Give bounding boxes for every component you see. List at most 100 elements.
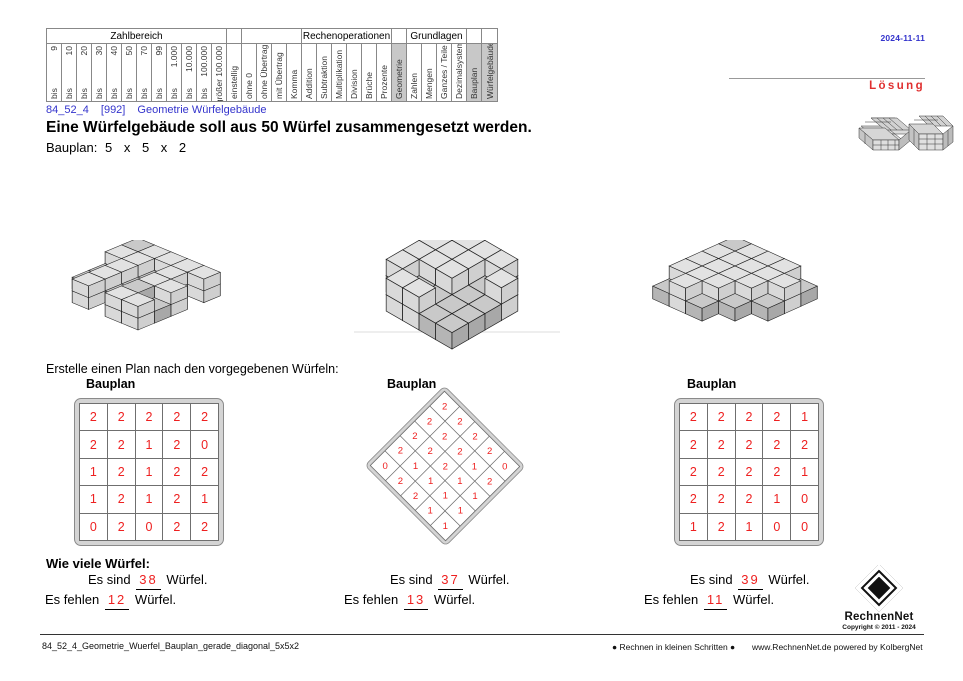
grid-cell-1-1-0[interactable]: 2	[80, 431, 107, 458]
grid-cell-1-1-4[interactable]: 0	[191, 431, 218, 458]
grid-cell-1-2-0[interactable]: 1	[80, 458, 107, 486]
grid-cell-3-3-1[interactable]: 2	[707, 486, 735, 513]
category-cell-mengen[interactable]: Mengen	[422, 44, 437, 101]
grid-cell-3-2-2[interactable]: 2	[735, 458, 763, 486]
grid-cell-3-3-0[interactable]: 2	[680, 486, 707, 513]
grid-cell-1-4-2[interactable]: 0	[135, 513, 163, 540]
grid-cell-1-1-3[interactable]: 2	[163, 431, 191, 458]
answer-missing-3[interactable]: 11	[703, 590, 728, 610]
grid-cell-1-2-4[interactable]: 2	[191, 458, 218, 486]
category-cell-ohne-übertrag[interactable]: ohne Übertrag	[257, 44, 272, 101]
footer-website[interactable]: www.RechnenNet.de powered by KolbergNet	[752, 642, 923, 652]
category-cell-subtraktion[interactable]: Subtraktion	[317, 44, 332, 101]
grid-cell-1-4-3[interactable]: 2	[163, 513, 191, 540]
grid-cell-1-1-1[interactable]: 2	[107, 431, 135, 458]
grid-cell-3-0-0[interactable]: 2	[680, 404, 707, 431]
grid-cell-1-0-1[interactable]: 2	[107, 404, 135, 431]
grid-cell-1-2-2[interactable]: 1	[135, 458, 163, 486]
grid-cell-3-4-3[interactable]: 0	[763, 513, 791, 540]
category-cell-brüche[interactable]: Brüche	[362, 44, 377, 101]
category-cell-bauplan[interactable]: Bauplan	[467, 44, 482, 101]
answer-count-3[interactable]: 39	[738, 570, 763, 590]
category-cell-einstellig[interactable]: einstellig	[227, 44, 242, 101]
category-cell-division[interactable]: Division	[347, 44, 362, 101]
grid-cell-value: 2	[117, 464, 125, 479]
category-cell-ohne-0[interactable]: ohne 0	[242, 44, 257, 101]
grid-cell-1-0-3[interactable]: 2	[163, 404, 191, 431]
category-cell-zahlen[interactable]: Zahlen	[407, 44, 422, 101]
grid-cell-1-0-4[interactable]: 2	[191, 404, 218, 431]
grid-cell-3-4-4[interactable]: 0	[791, 513, 818, 540]
category-cell-bottom-label: Brüche	[364, 72, 374, 99]
cube-building-thumbnails	[855, 112, 955, 160]
grid-cell-1-4-0[interactable]: 0	[80, 513, 107, 540]
grid-cell-3-0-4[interactable]: 1	[791, 404, 818, 431]
category-cell-größer-100-000[interactable]: größer 100.000	[212, 44, 227, 101]
grid-cell-value: 2	[117, 519, 125, 534]
grid-cell-3-4-0[interactable]: 1	[680, 513, 707, 540]
grid-cell-3-2-1[interactable]: 2	[707, 458, 735, 486]
grid-cell-1-0-2[interactable]: 2	[135, 404, 163, 431]
answer-count-1[interactable]: 38	[136, 570, 161, 590]
category-cell-prozente[interactable]: Prozente	[377, 44, 392, 101]
grid-cell-3-2-3[interactable]: 2	[763, 458, 791, 486]
grid-cell-3-0-2[interactable]: 2	[735, 404, 763, 431]
category-cell-dezimalsystem[interactable]: Dezimalsystem	[452, 44, 467, 101]
grid-cell-3-1-2[interactable]: 2	[735, 431, 763, 458]
category-cell-multiplikation[interactable]: Multiplikation	[332, 44, 347, 101]
grid-cell-3-4-1[interactable]: 2	[707, 513, 735, 540]
grid-cell-1-2-3[interactable]: 2	[163, 458, 191, 486]
grid-cell-1-3-4[interactable]: 1	[191, 486, 218, 513]
grid-cell-value: 2	[689, 464, 697, 479]
grid-cell-1-3-3[interactable]: 2	[163, 486, 191, 513]
grid-cell-1-2-1[interactable]: 2	[107, 458, 135, 486]
grid-cell-3-1-1[interactable]: 2	[707, 431, 735, 458]
grid-cell-1-4-1[interactable]: 2	[107, 513, 135, 540]
grid-cell-value: 1	[442, 490, 448, 502]
grid-cell-3-1-0[interactable]: 2	[680, 431, 707, 458]
grid-cell-1-3-2[interactable]: 1	[135, 486, 163, 513]
grid-cell-value: 2	[745, 410, 753, 425]
grid-cell-3-3-3[interactable]: 1	[763, 486, 791, 513]
grid-cell-3-1-3[interactable]: 2	[763, 431, 791, 458]
grid-cell-1-3-0[interactable]: 1	[80, 486, 107, 513]
grid-cell-3-3-2[interactable]: 2	[735, 486, 763, 513]
category-cell-bottom-label: bis	[109, 88, 119, 99]
category-cell-geometrie[interactable]: Geometrie	[392, 44, 407, 101]
category-cell-komma[interactable]: Komma	[287, 44, 302, 101]
answer-missing-1[interactable]: 12	[104, 590, 130, 610]
category-cell-top-label: 70	[139, 46, 149, 56]
grid-cell-3-2-4[interactable]: 1	[791, 458, 818, 486]
category-cell-ganzes-teile[interactable]: Ganzes / Teile	[437, 44, 452, 101]
grid-cell-3-3-4[interactable]: 0	[791, 486, 818, 513]
answer-count-2[interactable]: 37	[438, 570, 463, 590]
grid-cell-1-1-2[interactable]: 1	[135, 431, 163, 458]
grid-cell-1-0-0[interactable]: 2	[80, 404, 107, 431]
grid-cell-value: 2	[745, 492, 753, 507]
grid-cell-3-2-0[interactable]: 2	[680, 458, 707, 486]
category-cell-mit-übertrag[interactable]: mit Übertrag	[272, 44, 287, 101]
grid-cell-3-4-2[interactable]: 1	[735, 513, 763, 540]
grid-cell-1-4-4[interactable]: 2	[191, 513, 218, 540]
grid-cell-3-0-1[interactable]: 2	[707, 404, 735, 431]
answer-missing-2[interactable]: 13	[403, 590, 429, 610]
category-cell-würfelgebäude[interactable]: Würfelgebäude	[482, 44, 497, 101]
grid-cell-3-0-3[interactable]: 2	[763, 404, 791, 431]
grid-cell-3-1-4[interactable]: 2	[791, 431, 818, 458]
category-cell-addition[interactable]: Addition	[302, 44, 317, 101]
grid-cell-1-3-1[interactable]: 2	[107, 486, 135, 513]
